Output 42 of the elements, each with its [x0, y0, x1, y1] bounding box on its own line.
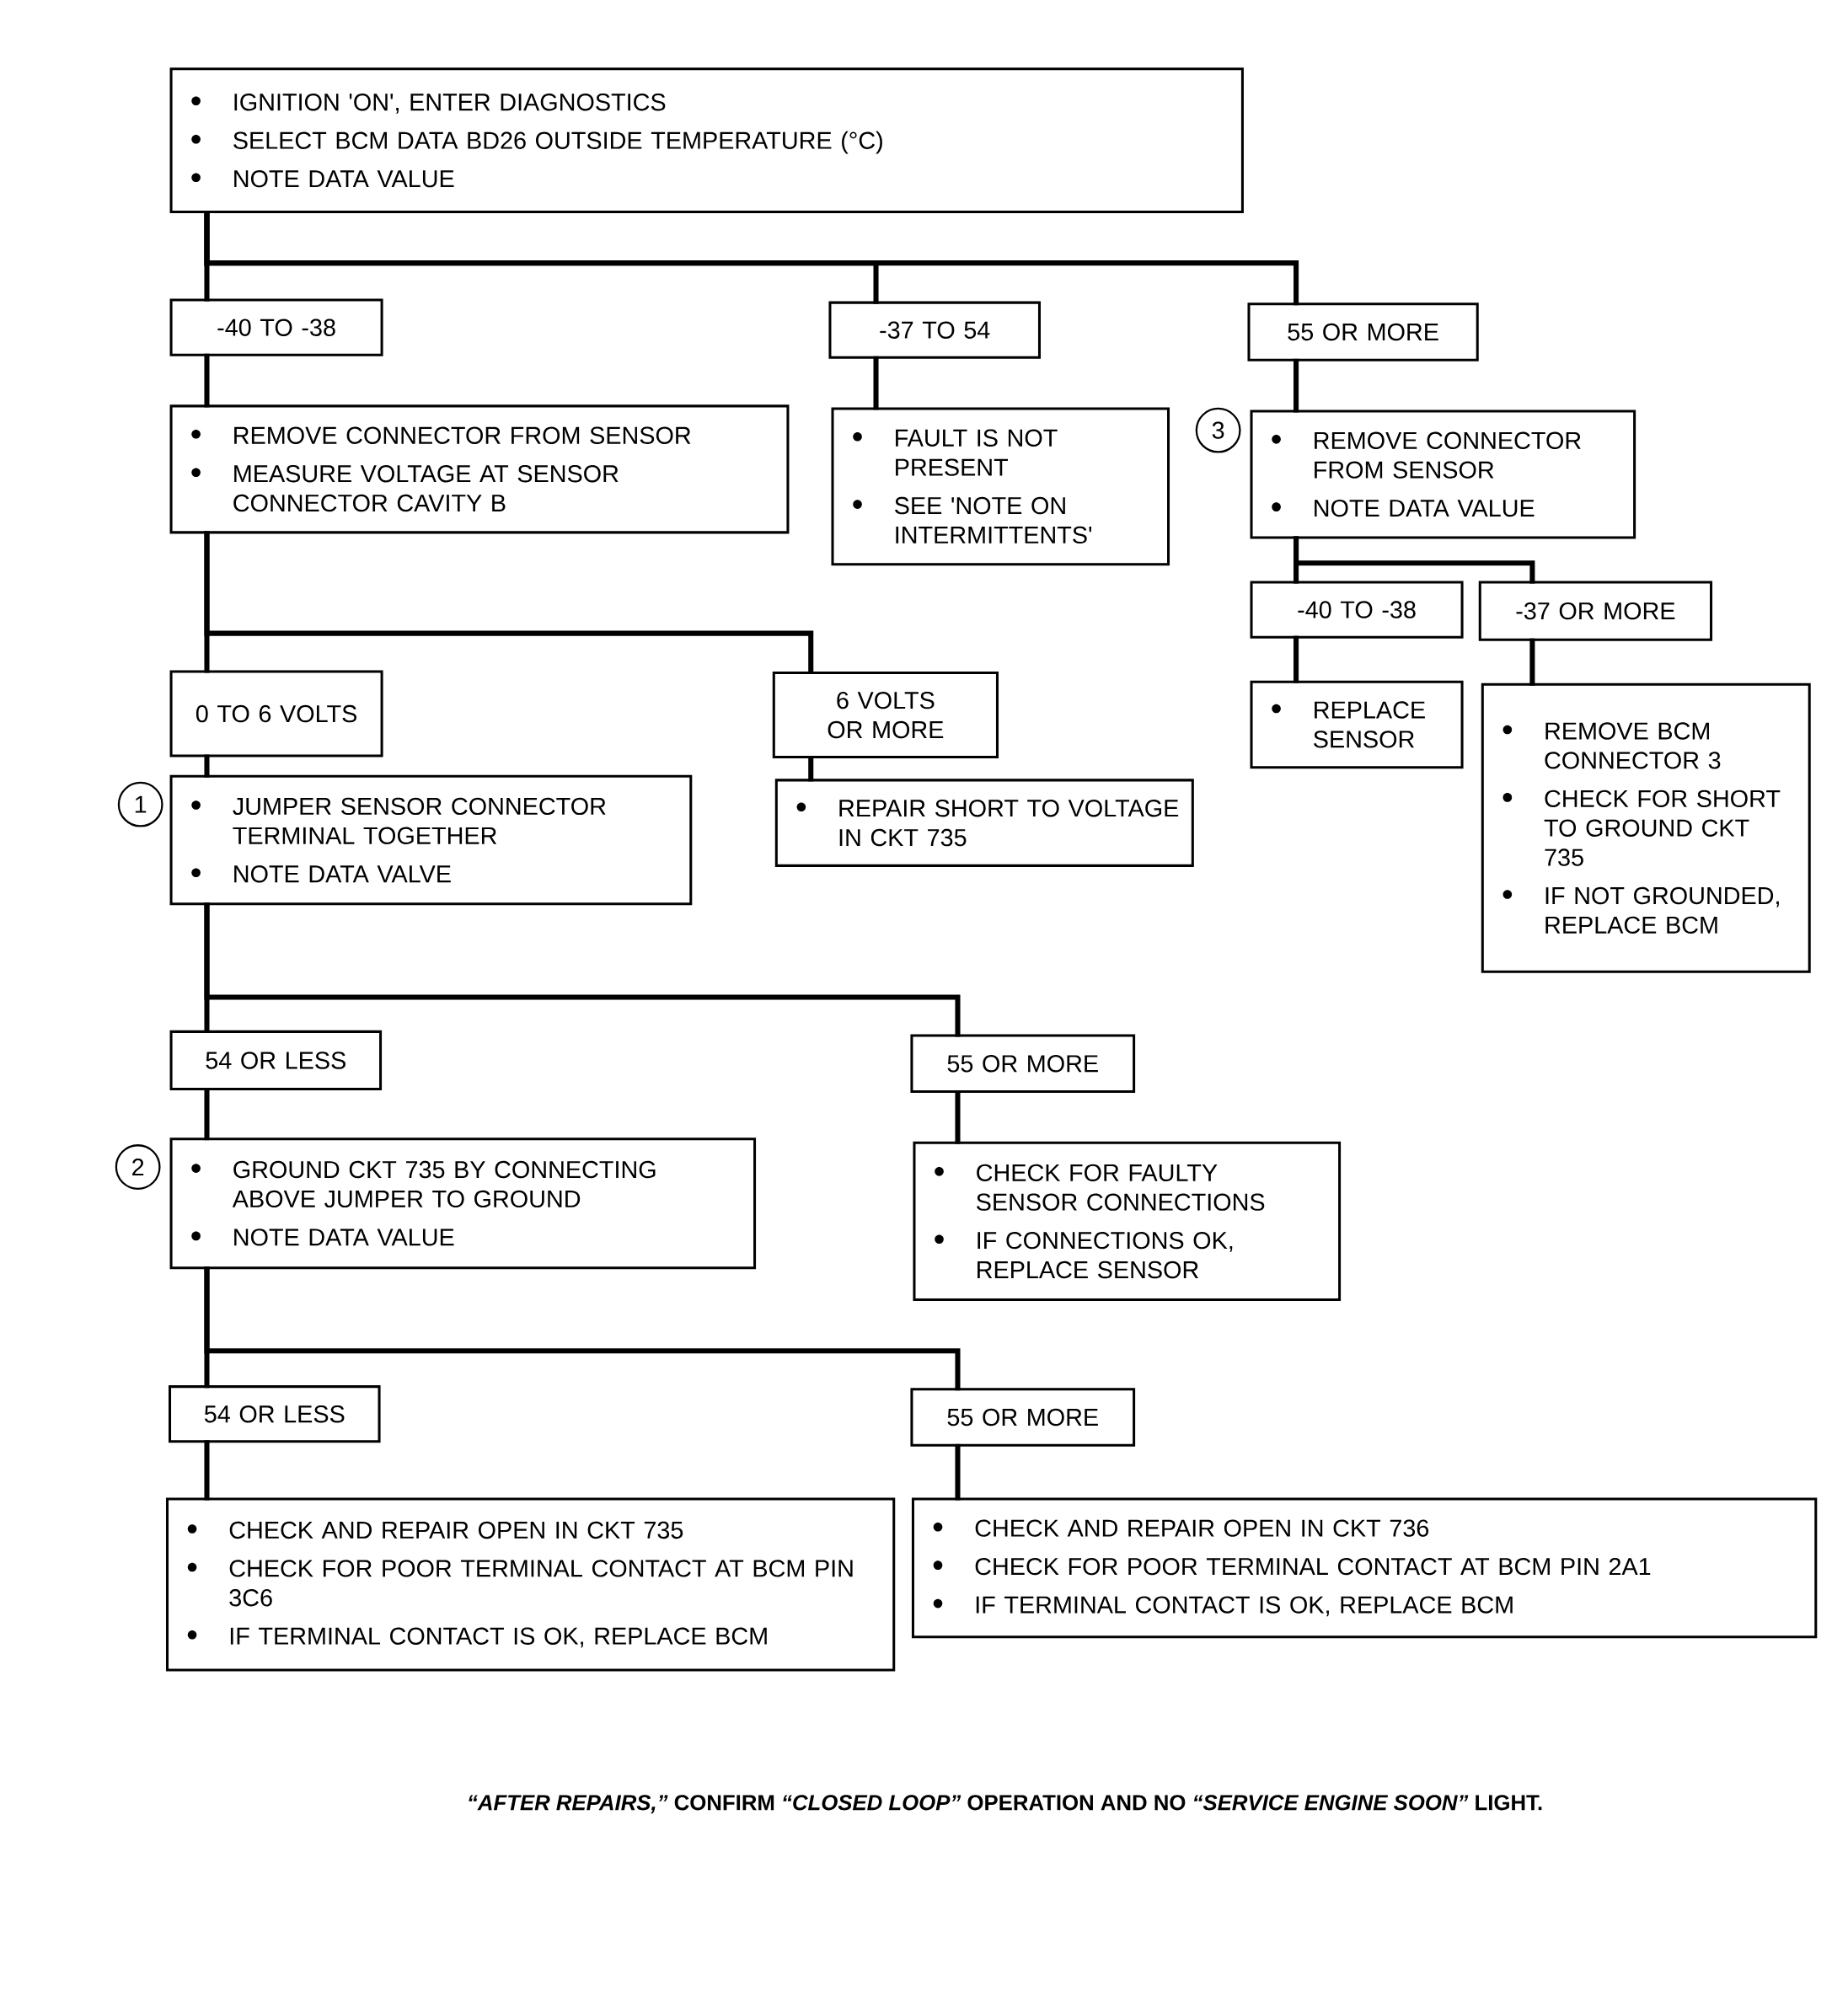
step-box: IGNITION 'ON', ENTER DIAGNOSTICS SELECT BCM DATA BD26 OUTSIDE TEMPERATURE (°C) NOTE DATA VALUE: [169, 67, 1245, 214]
condition-box: 55 OR MORE: [910, 1388, 1136, 1447]
condition-box: -37 TO 54: [828, 301, 1042, 359]
connector-line: [204, 754, 210, 778]
connector-line: [1294, 358, 1299, 413]
connector-line: [204, 1088, 210, 1141]
step-box: REPAIR SHORT TO VOLTAGE IN CKT 735: [774, 779, 1194, 867]
step-box: JUMPER SENSOR CONNECTOR TERMINAL TOGETHER NOTE DATA VALVE: [169, 774, 693, 906]
condition-box: 54 OR LESS: [169, 1030, 383, 1091]
connector-line: [1529, 638, 1535, 686]
step-box: CHECK AND REPAIR OPEN IN CKT 735 CHECK FOR POOR TERMINAL CONTACT AT BCM PIN 3C6 IF TERMINAL CONTACT IS OK, REPLACE BCM: [166, 1497, 896, 1672]
step-box: REMOVE CONNECTOR FROM SENSOR NOTE DATA VALUE: [1250, 410, 1636, 539]
condition-box: -40 TO -38: [1250, 581, 1464, 639]
connector-line: [204, 902, 961, 1037]
connector-line: [204, 211, 1299, 306]
condition-box: 55 OR MORE: [910, 1034, 1136, 1094]
step-box: CHECK AND REPAIR OPEN IN CKT 736 CHECK FOR POOR TERMINAL CONTACT AT BCM PIN 2A1 IF TERMINAL CONTACT IS OK, REPLACE BCM: [912, 1497, 1818, 1639]
condition-box: 55 OR MORE: [1247, 302, 1479, 361]
connector-line: [808, 756, 814, 782]
connector-line: [204, 1266, 961, 1391]
condition-box: -40 TO -38: [169, 298, 383, 356]
condition-box: 54 OR LESS: [169, 1385, 381, 1443]
step-box: REPLACE SENSOR: [1250, 680, 1464, 769]
connector-line: [1294, 536, 1535, 584]
step-box: GROUND CKT 735 BY CONNECTING ABOVE JUMPER TO GROUND NOTE DATA VALUE: [169, 1138, 757, 1270]
connector-line: [204, 1440, 210, 1501]
connector-line: [873, 356, 879, 410]
connector-line: [955, 1090, 961, 1144]
condition-box: 0 TO 6 VOLTS: [169, 670, 383, 757]
connector-line: [204, 353, 210, 408]
callout-number: 1: [117, 781, 163, 827]
step-box: REMOVE CONNECTOR FROM SENSOR MEASURE VOLTAGE AT SENSOR CONNECTOR CAVITY B: [169, 404, 790, 534]
callout-number: 2: [115, 1144, 161, 1190]
connector-line: [955, 1443, 961, 1501]
footnote: “AFTER REPAIRS,” CONFIRM “CLOSED LOOP” OPERATION AND NO “SERVICE ENGINE SOON” LIGHT.: [469, 1795, 1542, 1814]
step-box: CHECK FOR FAULTY SENSOR CONNECTIONS IF CONNECTIONS OK, REPLACE SENSOR: [913, 1141, 1342, 1302]
step-box: REMOVE BCM CONNECTOR 3 CHECK FOR SHORT TO GROUND CKT 735 IF NOT GROUNDED, REPLACE BCM: [1481, 682, 1811, 973]
step-box: FAULT IS NOT PRESENT SEE 'NOTE ON INTERMITTENTS': [831, 407, 1170, 566]
connector-line: [1294, 635, 1299, 683]
callout-number: 3: [1195, 407, 1241, 453]
condition-box: -37 OR MORE: [1478, 581, 1713, 641]
condition-box: 6 VOLTS OR MORE: [772, 672, 999, 759]
